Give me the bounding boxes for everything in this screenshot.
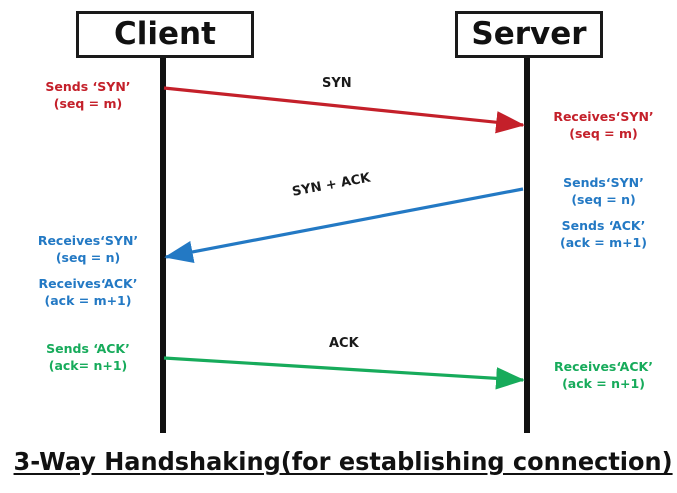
server-receive-syn-line1: Receives‘SYN’ [553, 109, 654, 124]
server-send-ack-line2: (ack = m+1) [560, 235, 647, 250]
client-receive-syn-note: Receives‘SYN’ (seq = n) [18, 232, 158, 266]
server-receive-syn-line2: (seq = m) [569, 126, 638, 141]
syn-ack-arrow [164, 187, 524, 263]
server-receive-syn-note: Receives‘SYN’ (seq = m) [536, 108, 671, 142]
client-send-ack-line2: (ack= n+1) [48, 358, 128, 373]
server-lifeline [524, 58, 530, 433]
client-receive-ack-line2: (ack = m+1) [44, 293, 132, 308]
client-send-syn-line1: Sends ‘SYN’ [45, 79, 131, 94]
client-send-ack-line1: Sends ‘ACK’ [46, 341, 130, 356]
server-send-syn-line1: Sends‘SYN’ [563, 175, 644, 190]
server-send-ack-line1: Sends ‘ACK’ [561, 218, 646, 233]
figure-title: 3-Way Handshaking(for establishing conne… [13, 447, 673, 476]
ack-arrow-caption: ACK [329, 336, 359, 351]
server-receive-ack-line1: Receives‘ACK’ [554, 359, 653, 374]
client-receive-ack-line1: Receives‘ACK’ [38, 276, 138, 291]
client-label: Client [114, 16, 216, 52]
client-lifeline [160, 58, 166, 433]
server-endpoint-box: Server [455, 11, 603, 58]
client-receive-syn-line1: Receives‘SYN’ [37, 233, 139, 248]
server-send-ack-note: Sends ‘ACK’ (ack = m+1) [536, 217, 671, 251]
client-send-ack-note: Sends ‘ACK’ (ack= n+1) [18, 340, 158, 374]
server-receive-ack-line2: (ack = n+1) [562, 376, 645, 391]
ack-arrow [163, 356, 525, 390]
server-send-syn-note: Sends‘SYN’ (seq = n) [536, 174, 671, 208]
server-send-syn-line2: (seq = n) [571, 192, 636, 207]
client-send-syn-line2: (seq = m) [53, 96, 123, 111]
server-label: Server [471, 16, 587, 52]
server-receive-ack-note: Receives‘ACK’ (ack = n+1) [536, 358, 671, 392]
client-receive-ack-note: Receives‘ACK’ (ack = m+1) [18, 275, 158, 309]
client-receive-syn-line2: (seq = n) [55, 250, 121, 265]
client-send-syn-note: Sends ‘SYN’ (seq = m) [18, 78, 158, 112]
syn-arrow-caption: SYN [322, 76, 352, 91]
syn-arrow [163, 86, 525, 134]
client-endpoint-box: Client [76, 11, 254, 58]
